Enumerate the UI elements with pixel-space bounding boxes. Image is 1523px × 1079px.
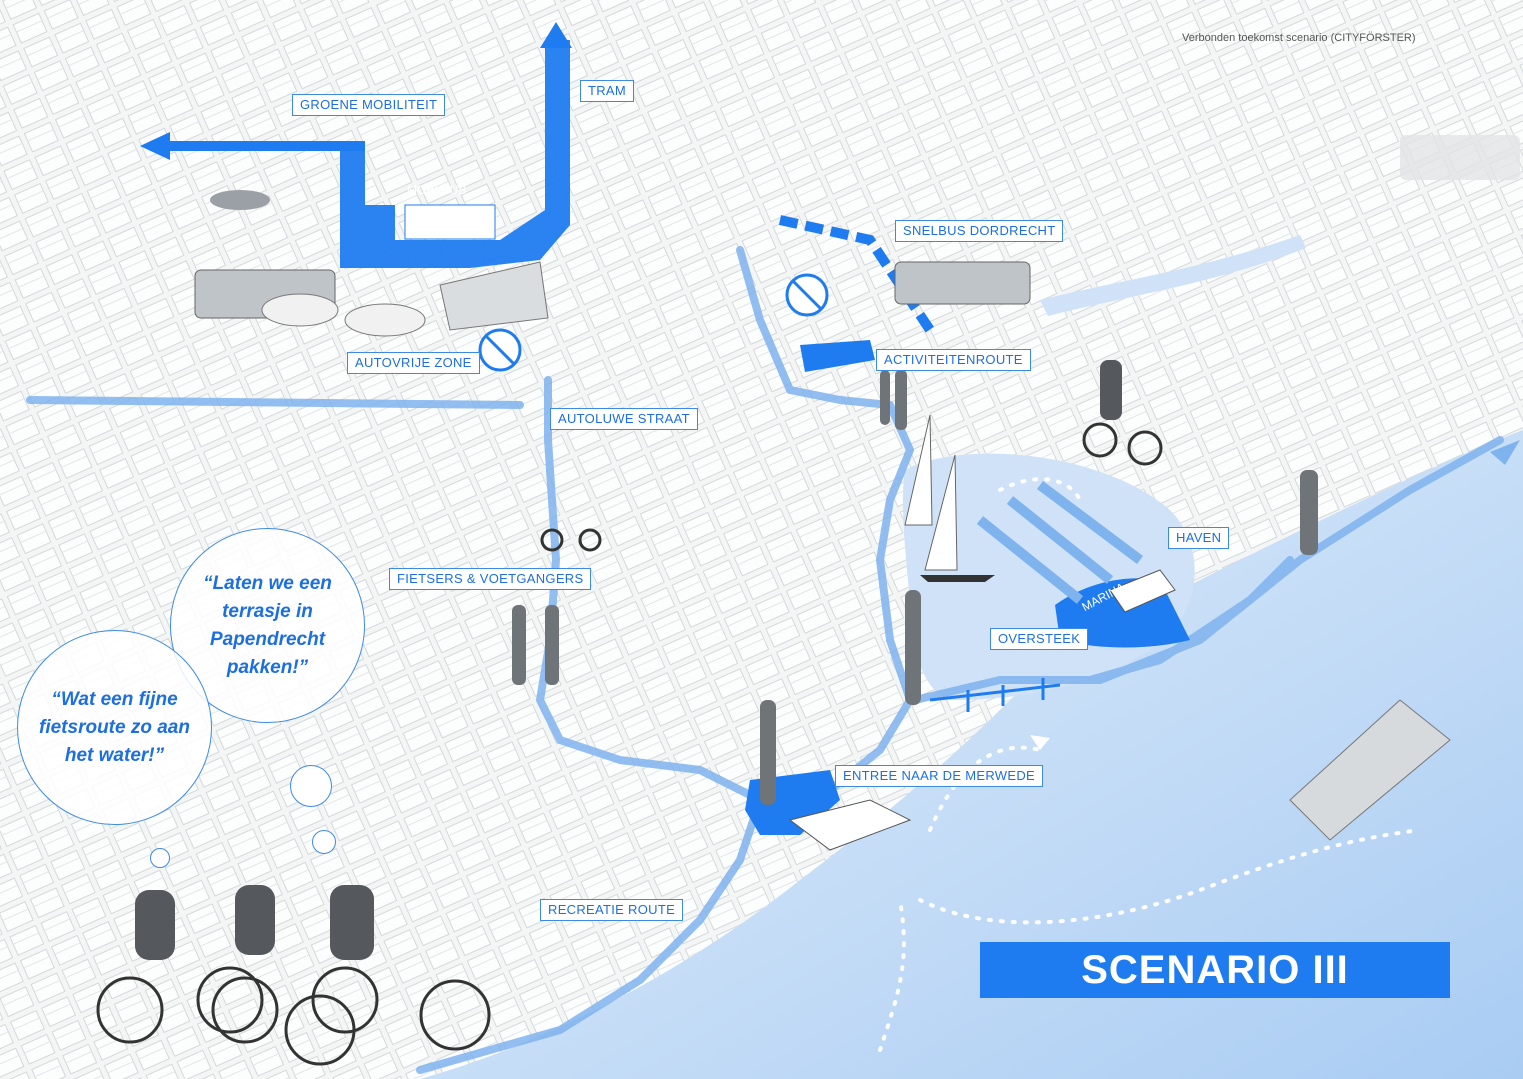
label-activiteitenroute: ACTIVITEITENROUTE [876,349,1031,371]
bus-icon [894,261,1031,305]
bus-icon [1400,135,1520,180]
pedestrian-icon [512,370,1318,805]
scenario-title-banner: SCENARIO III [980,942,1450,998]
tram-icon [439,261,549,331]
label-autovrije-zone: AUTOVRIJE ZONE [347,352,480,374]
thought-dot [150,848,170,868]
label-groene-mobiliteit: GROENE MOBILITEIT [292,94,446,116]
no-car-sign-icon [478,328,522,372]
label-haven: HAVEN [1168,527,1230,549]
sailboat-icon [904,414,995,582]
marina-piers [976,481,1143,604]
creek [1040,235,1306,316]
label-tram: TRAM [580,80,635,102]
mobi-hub-building [404,204,496,240]
marina-building [1109,569,1176,613]
quote-bubble-fietsroute: “Wat een fijne fietsroute zo aan het wat… [17,630,212,825]
label-mobi-hub: MOBI HUB [407,183,467,197]
arrow-north-icon [540,22,572,48]
entree-pavilion [788,799,912,851]
arrow-east-icon [1490,440,1520,465]
label-snelbus-dordrecht: SNELBUS DORDRECHT [895,220,1064,242]
cyclist-icon [96,422,1163,1066]
label-entree-merwede: ENTREE NAAR DE MERWEDE [835,765,1043,787]
label-fietsers-voetgangers: FIETSERS & VOETGANGERS [389,568,592,590]
arrow-west-icon [140,132,170,160]
drone-icon [210,190,270,210]
label-recreatie-route: RECREATIE ROUTE [540,899,684,921]
oversteek-bridge [929,678,1061,712]
label-autoluwe-straat: AUTOLUWE STRAAT [550,408,698,430]
image-credit: Verbonden toekomst scenario (CITYFÖRSTER… [1182,32,1416,44]
no-car-sign-icon [785,273,829,317]
car-icon [261,293,339,327]
water-paths [878,477,1422,1052]
ferry-icon [1289,699,1451,841]
car-icon [344,303,426,337]
cyclist-icon [135,360,1122,960]
route-network [26,246,1504,1074]
river-merwede [420,430,1523,1079]
thought-dot [312,830,336,854]
arrow-small-icon [1030,735,1050,750]
label-oversteek: OVERSTEEK [990,628,1089,650]
thought-dot [290,765,332,807]
